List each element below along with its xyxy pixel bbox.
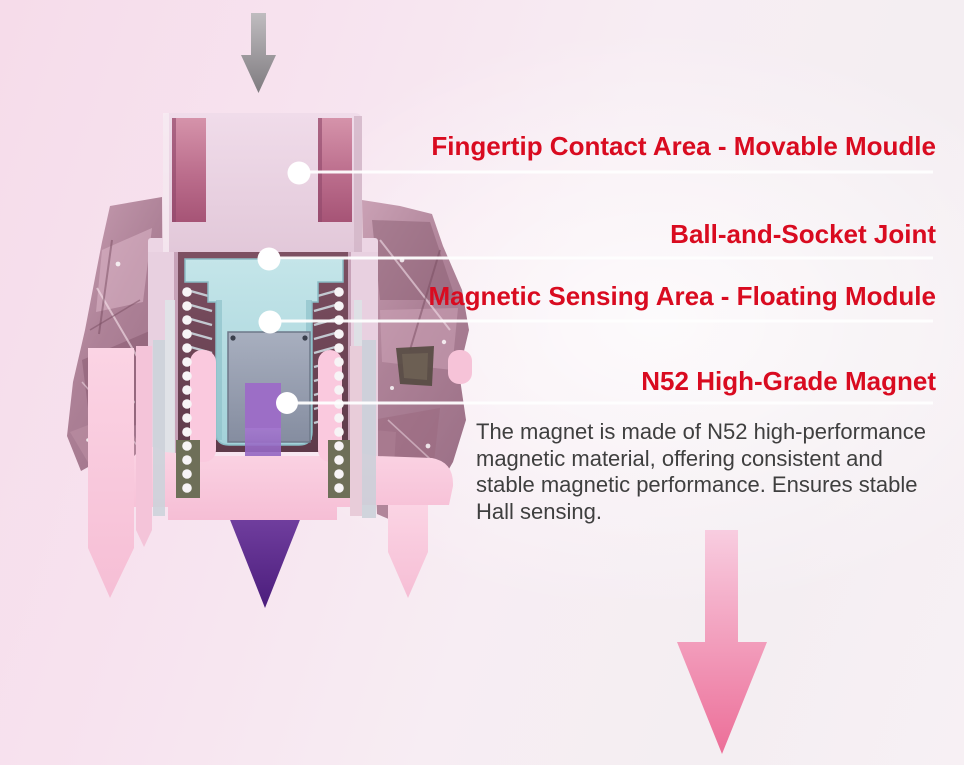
- magnet-description-line: stable magnetic performance. Ensures sta…: [476, 472, 918, 497]
- callout-dot-ball-socket: [257, 247, 281, 271]
- callout-lines: [269, 170, 933, 405]
- callout-dot-sensing-area: [258, 310, 282, 334]
- callout-label-ball-and-socket-joint: Ball-and-Socket Joint: [670, 219, 936, 249]
- callout-label-n52-magnet: N52 High-Grade Magnet: [641, 366, 936, 396]
- spring-slots: [176, 287, 350, 498]
- magnet-description-line: Hall sensing.: [476, 498, 602, 524]
- magnet-description: The magnet is made of N52 high-performan…: [476, 419, 926, 525]
- key-travel-arrow: [677, 530, 767, 754]
- callout-label-magnetic-sensing-area: Magnetic Sensing Area - Floating Module: [428, 281, 936, 311]
- stem-movable-module: [163, 113, 362, 252]
- callout-dot-fingertip: [287, 161, 311, 185]
- callout-label-fingertip-contact-area: Fingertip Contact Area - Movable Moudle: [431, 131, 936, 161]
- callout-dots: [257, 161, 311, 414]
- callout-dot-magnet: [276, 392, 298, 414]
- magnet-description-line: magnetic material, offering consistent a…: [476, 445, 883, 471]
- press-direction-arrow: [241, 13, 276, 93]
- bottom-housing: [88, 340, 454, 598]
- magnet-description-line: The magnet is made of N52 high-performan…: [476, 419, 927, 444]
